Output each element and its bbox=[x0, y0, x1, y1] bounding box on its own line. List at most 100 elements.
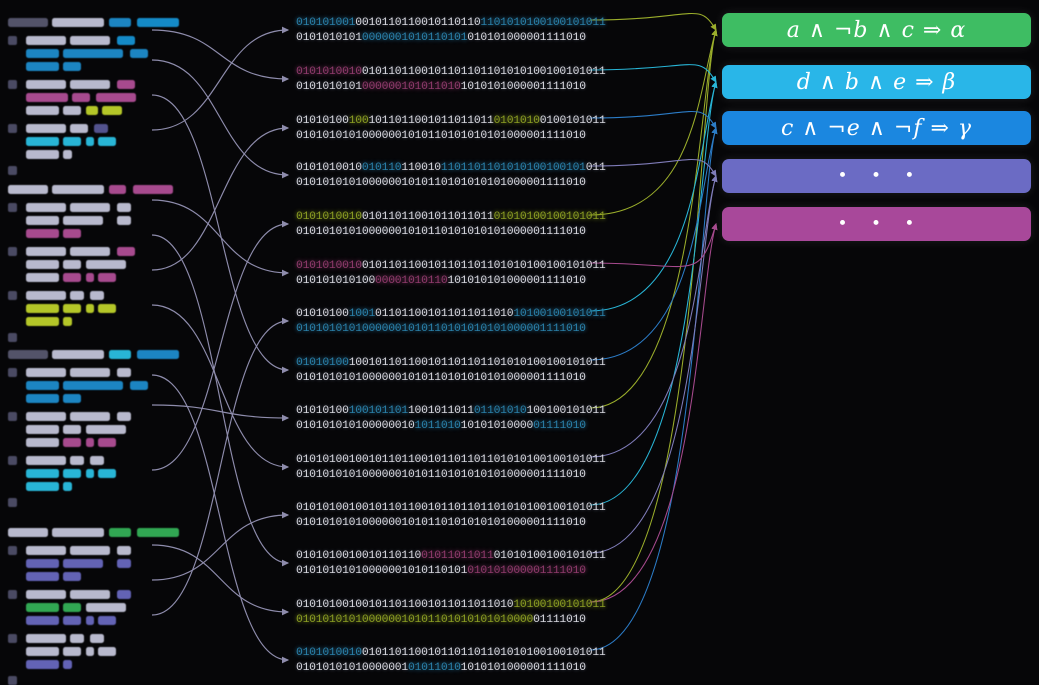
binary-row: 0101010010010110110010110110110101010010… bbox=[296, 210, 606, 240]
code-fold-icon[interactable] bbox=[8, 36, 17, 45]
code-token bbox=[26, 634, 66, 643]
code-fold-icon[interactable] bbox=[8, 546, 17, 555]
binary-line-primary: 0101010010010110110010110110110101010010… bbox=[296, 308, 606, 320]
code-token bbox=[94, 124, 108, 133]
code-token bbox=[133, 185, 173, 194]
code-token bbox=[109, 185, 126, 194]
code-token bbox=[26, 394, 59, 403]
code-token bbox=[63, 260, 81, 269]
code-token bbox=[70, 247, 110, 256]
code-token bbox=[109, 18, 131, 27]
code-token bbox=[137, 18, 179, 27]
code-to-binary-curve bbox=[151, 59, 290, 179]
code-fold-icon[interactable] bbox=[8, 590, 17, 599]
code-fold-icon[interactable] bbox=[8, 291, 17, 300]
code-token bbox=[63, 137, 81, 146]
code-fold-icon[interactable] bbox=[8, 634, 17, 643]
code-fold-icon[interactable] bbox=[8, 412, 17, 421]
code-token bbox=[86, 438, 94, 447]
code-token bbox=[63, 304, 81, 313]
binary-line-secondary: 0101010101000000101011010101010100000111… bbox=[296, 32, 586, 44]
code-fold-icon[interactable] bbox=[8, 247, 17, 256]
code-token bbox=[63, 150, 72, 159]
code-token bbox=[98, 647, 116, 656]
code-token bbox=[70, 456, 84, 465]
code-token bbox=[117, 412, 131, 421]
binary-row: 0101010010010110110010110110110101010010… bbox=[296, 356, 606, 386]
binary-row: 0101010010010110110010110110110101010010… bbox=[296, 16, 606, 46]
code-token bbox=[70, 80, 110, 89]
code-fold-icon[interactable] bbox=[8, 203, 17, 212]
code-to-binary-curve bbox=[151, 511, 290, 581]
code-fold-icon[interactable] bbox=[8, 166, 17, 175]
code-fold-icon[interactable] bbox=[8, 333, 17, 342]
code-token bbox=[98, 438, 116, 447]
binary-row: 0101010010010110110010110110110101010010… bbox=[296, 65, 606, 95]
binary-row: 0101010010010110110010110110110101010010… bbox=[296, 453, 606, 483]
code-token bbox=[63, 425, 81, 434]
code-token bbox=[98, 137, 116, 146]
logic-rule-box-1[interactable]: a ∧ ¬b ∧ c ⇒ α bbox=[722, 13, 1031, 47]
code-token bbox=[98, 273, 116, 282]
code-token bbox=[26, 546, 66, 555]
binary-to-rule-curve bbox=[589, 159, 717, 177]
code-token bbox=[86, 260, 126, 269]
code-fold-icon[interactable] bbox=[8, 676, 17, 685]
code-token bbox=[70, 590, 110, 599]
binary-line-primary: 0101010010010110110010110110110101010010… bbox=[296, 17, 606, 29]
code-token bbox=[26, 304, 59, 313]
code-token bbox=[130, 49, 148, 58]
code-token bbox=[26, 482, 59, 491]
code-token bbox=[63, 660, 72, 669]
code-token bbox=[63, 49, 123, 58]
logic-rule-box-5[interactable]: • • • bbox=[722, 207, 1031, 241]
code-token bbox=[63, 381, 123, 390]
code-token bbox=[86, 469, 94, 478]
logic-rule-text: d ∧ b ∧ e ⇒ β bbox=[796, 69, 957, 95]
code-token bbox=[26, 572, 59, 581]
binary-line-primary: 0101010010010110110010110110110101010010… bbox=[296, 454, 606, 466]
code-token bbox=[8, 350, 48, 359]
code-token bbox=[96, 93, 136, 102]
code-token bbox=[26, 260, 59, 269]
code-token bbox=[70, 412, 110, 421]
logic-rule-box-4[interactable]: • • • bbox=[722, 159, 1031, 193]
code-to-binary-curve bbox=[151, 374, 290, 664]
code-token bbox=[90, 634, 104, 643]
code-token bbox=[63, 482, 72, 491]
binary-line-secondary: 0101010101000000101011010101010100000111… bbox=[296, 565, 586, 577]
code-token bbox=[117, 559, 131, 568]
code-token bbox=[26, 273, 59, 282]
code-token bbox=[8, 18, 48, 27]
code-token bbox=[86, 304, 94, 313]
logic-rule-text: • • • bbox=[837, 166, 924, 186]
inferred-logic-rules: a ∧ ¬b ∧ c ⇒ α d ∧ b ∧ e ⇒ β c ∧ ¬e ∧ ¬f ⇒… bbox=[722, 0, 1039, 682]
code-fold-icon[interactable] bbox=[8, 80, 17, 89]
logic-rule-box-2[interactable]: d ∧ b ∧ e ⇒ β bbox=[722, 65, 1031, 99]
code-token bbox=[26, 229, 59, 238]
binary-row: 0101010010010110110010110110110101010010… bbox=[296, 646, 606, 676]
binary-line-secondary: 0101010101000000101011010101010100000111… bbox=[296, 226, 586, 238]
code-fold-icon[interactable] bbox=[8, 368, 17, 377]
code-token bbox=[98, 469, 116, 478]
logic-rule-text: • • • bbox=[837, 214, 924, 234]
code-token bbox=[26, 616, 59, 625]
code-token bbox=[63, 394, 81, 403]
code-token bbox=[70, 546, 110, 555]
code-token bbox=[8, 528, 48, 537]
code-token bbox=[86, 106, 98, 115]
code-token bbox=[26, 412, 66, 421]
code-token bbox=[63, 438, 81, 447]
code-token bbox=[117, 247, 135, 256]
code-token bbox=[26, 62, 59, 71]
code-fold-icon[interactable] bbox=[8, 456, 17, 465]
logic-rule-box-3[interactable]: c ∧ ¬e ∧ ¬f ⇒ γ bbox=[722, 111, 1031, 145]
code-fold-icon[interactable] bbox=[8, 498, 17, 507]
code-token bbox=[26, 247, 66, 256]
binary-to-rule-curve bbox=[589, 111, 717, 129]
binary-line-secondary: 0101010101000000101011010101010100000111… bbox=[296, 275, 586, 287]
code-token bbox=[63, 62, 81, 71]
code-fold-icon[interactable] bbox=[8, 124, 17, 133]
code-token bbox=[26, 469, 59, 478]
